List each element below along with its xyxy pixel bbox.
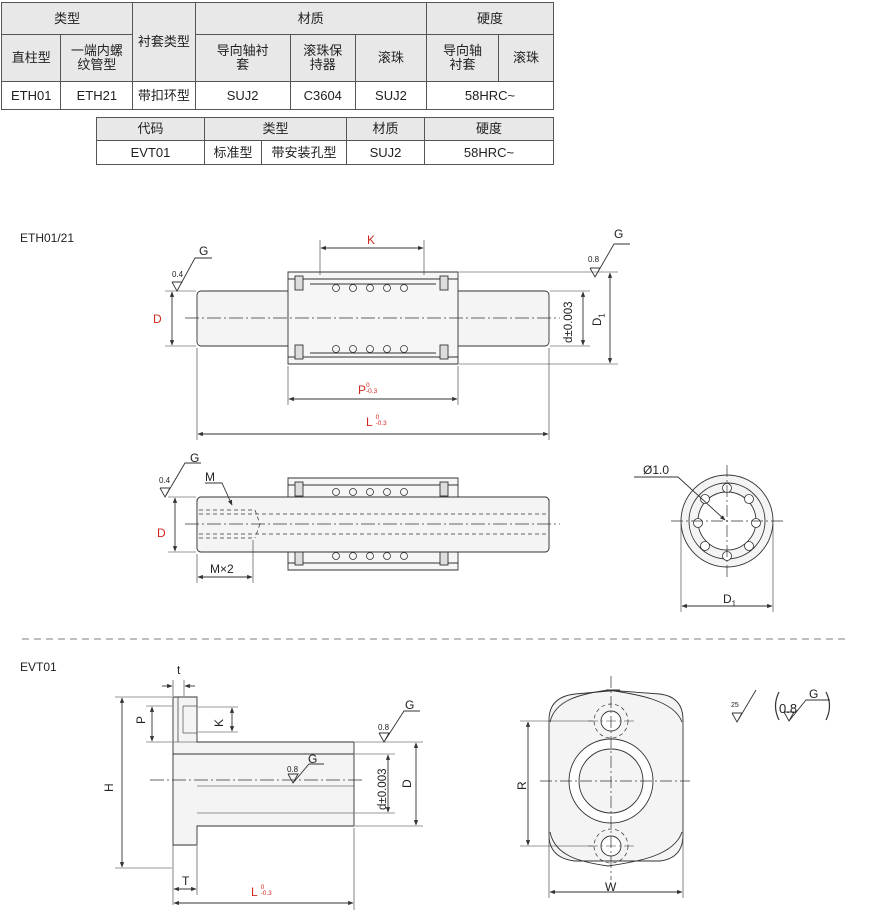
cell-material-sleeve: SUJ2 — [194, 81, 291, 110]
dim-d-tolerance: d±0.003 — [563, 301, 575, 344]
roughness-g: G — [190, 451, 200, 465]
section-label-eth: ETH01/21 — [20, 231, 75, 245]
dim-t-thickness: T — [182, 874, 190, 888]
cell-hardness: 58HRC~ — [424, 140, 554, 165]
dim-l: L 0-0.3 — [366, 414, 387, 429]
dim-h: H — [102, 783, 116, 792]
roughness-value: 0.4 — [159, 476, 171, 485]
cell-material-cage: C3604 — [289, 81, 356, 110]
dim-k-flange: K — [212, 718, 226, 727]
cell-material-ball: SUJ2 — [354, 81, 428, 110]
dim-r: R — [515, 781, 529, 790]
eth21-side-view — [159, 462, 560, 583]
dim-d-outer: D — [400, 779, 414, 788]
th-sleeve-type: 衬套类型 — [132, 2, 196, 82]
dim-d-shaft: D — [157, 526, 166, 540]
dim-m-depth: M×2 — [210, 562, 234, 576]
cell-threaded: ETH21 — [60, 81, 134, 110]
th-ball-hardness: 滚珠 — [497, 34, 555, 82]
th-hardness: 硬度 — [424, 117, 554, 141]
th-guide-sleeve-material: 导向轴衬套 — [194, 34, 291, 82]
roughness-note — [731, 689, 831, 723]
th-type: 类型 — [0, 2, 134, 35]
eth-end-view — [634, 465, 783, 612]
cell-code: EVT01 — [96, 140, 205, 165]
eth-side-view — [165, 240, 630, 440]
section-label-evt: EVT01 — [20, 660, 57, 674]
th-type: 类型 — [204, 117, 347, 141]
spec-table-eth: 类型 衬套类型 材质 硬度 直柱型 一端内螺纹管型 导向轴衬套 滚珠保持器 滚珠… — [0, 2, 555, 110]
roughness-value: 0.8 — [588, 255, 600, 264]
roughness-g: G — [308, 752, 318, 766]
cell-straight: ETH01 — [0, 81, 62, 110]
roughness-value: 0.8 — [287, 765, 299, 774]
cell-material: SUJ2 — [346, 140, 425, 165]
evt-side-view — [115, 680, 423, 910]
spec-table-evt: 代码 类型 材质 硬度 EVT01 标准型 带安装孔型 SUJ2 58HRC~ — [96, 117, 554, 165]
th-hardness: 硬度 — [426, 2, 554, 35]
dim-t: t — [177, 663, 181, 677]
dim-l: L 0-0.3 — [251, 884, 272, 899]
roughness-g: G — [199, 244, 209, 258]
roughness-g: G — [614, 227, 624, 241]
roughness-paren-value: 0.8 — [779, 701, 798, 716]
th-straight: 直柱型 — [0, 34, 62, 82]
dim-hole-diameter: Ø1.0 — [643, 463, 670, 477]
th-ball-material: 滚珠 — [354, 34, 428, 82]
roughness-g: G — [405, 698, 415, 712]
th-code: 代码 — [96, 117, 205, 141]
th-guide-sleeve-hardness: 导向轴衬套 — [426, 34, 499, 82]
dim-d-tolerance: d±0.003 — [377, 768, 389, 811]
th-material: 材质 — [346, 117, 425, 141]
roughness-general: 25 — [731, 702, 739, 709]
cell-hardness: 58HRC~ — [426, 81, 554, 110]
roughness-value: 0.8 — [378, 723, 390, 732]
dim-d1: D1 — [592, 313, 607, 326]
dim-k: K — [367, 233, 376, 247]
cell-type-standard: 标准型 — [204, 140, 262, 165]
dim-p-flange: P — [134, 715, 148, 724]
dim-d1: D1 — [723, 592, 737, 609]
th-threaded: 一端内螺纹管型 — [60, 34, 134, 82]
evt-front-view — [520, 676, 690, 898]
roughness-value: 0.4 — [172, 270, 184, 279]
dim-d-shaft: D — [153, 312, 162, 326]
dim-w: W — [605, 880, 617, 894]
cell-sleeve-type: 带扣环型 — [132, 81, 196, 110]
dim-m: M — [205, 470, 215, 484]
roughness-paren-g: G — [809, 687, 819, 701]
dim-p: P0-0.3 — [358, 382, 378, 397]
